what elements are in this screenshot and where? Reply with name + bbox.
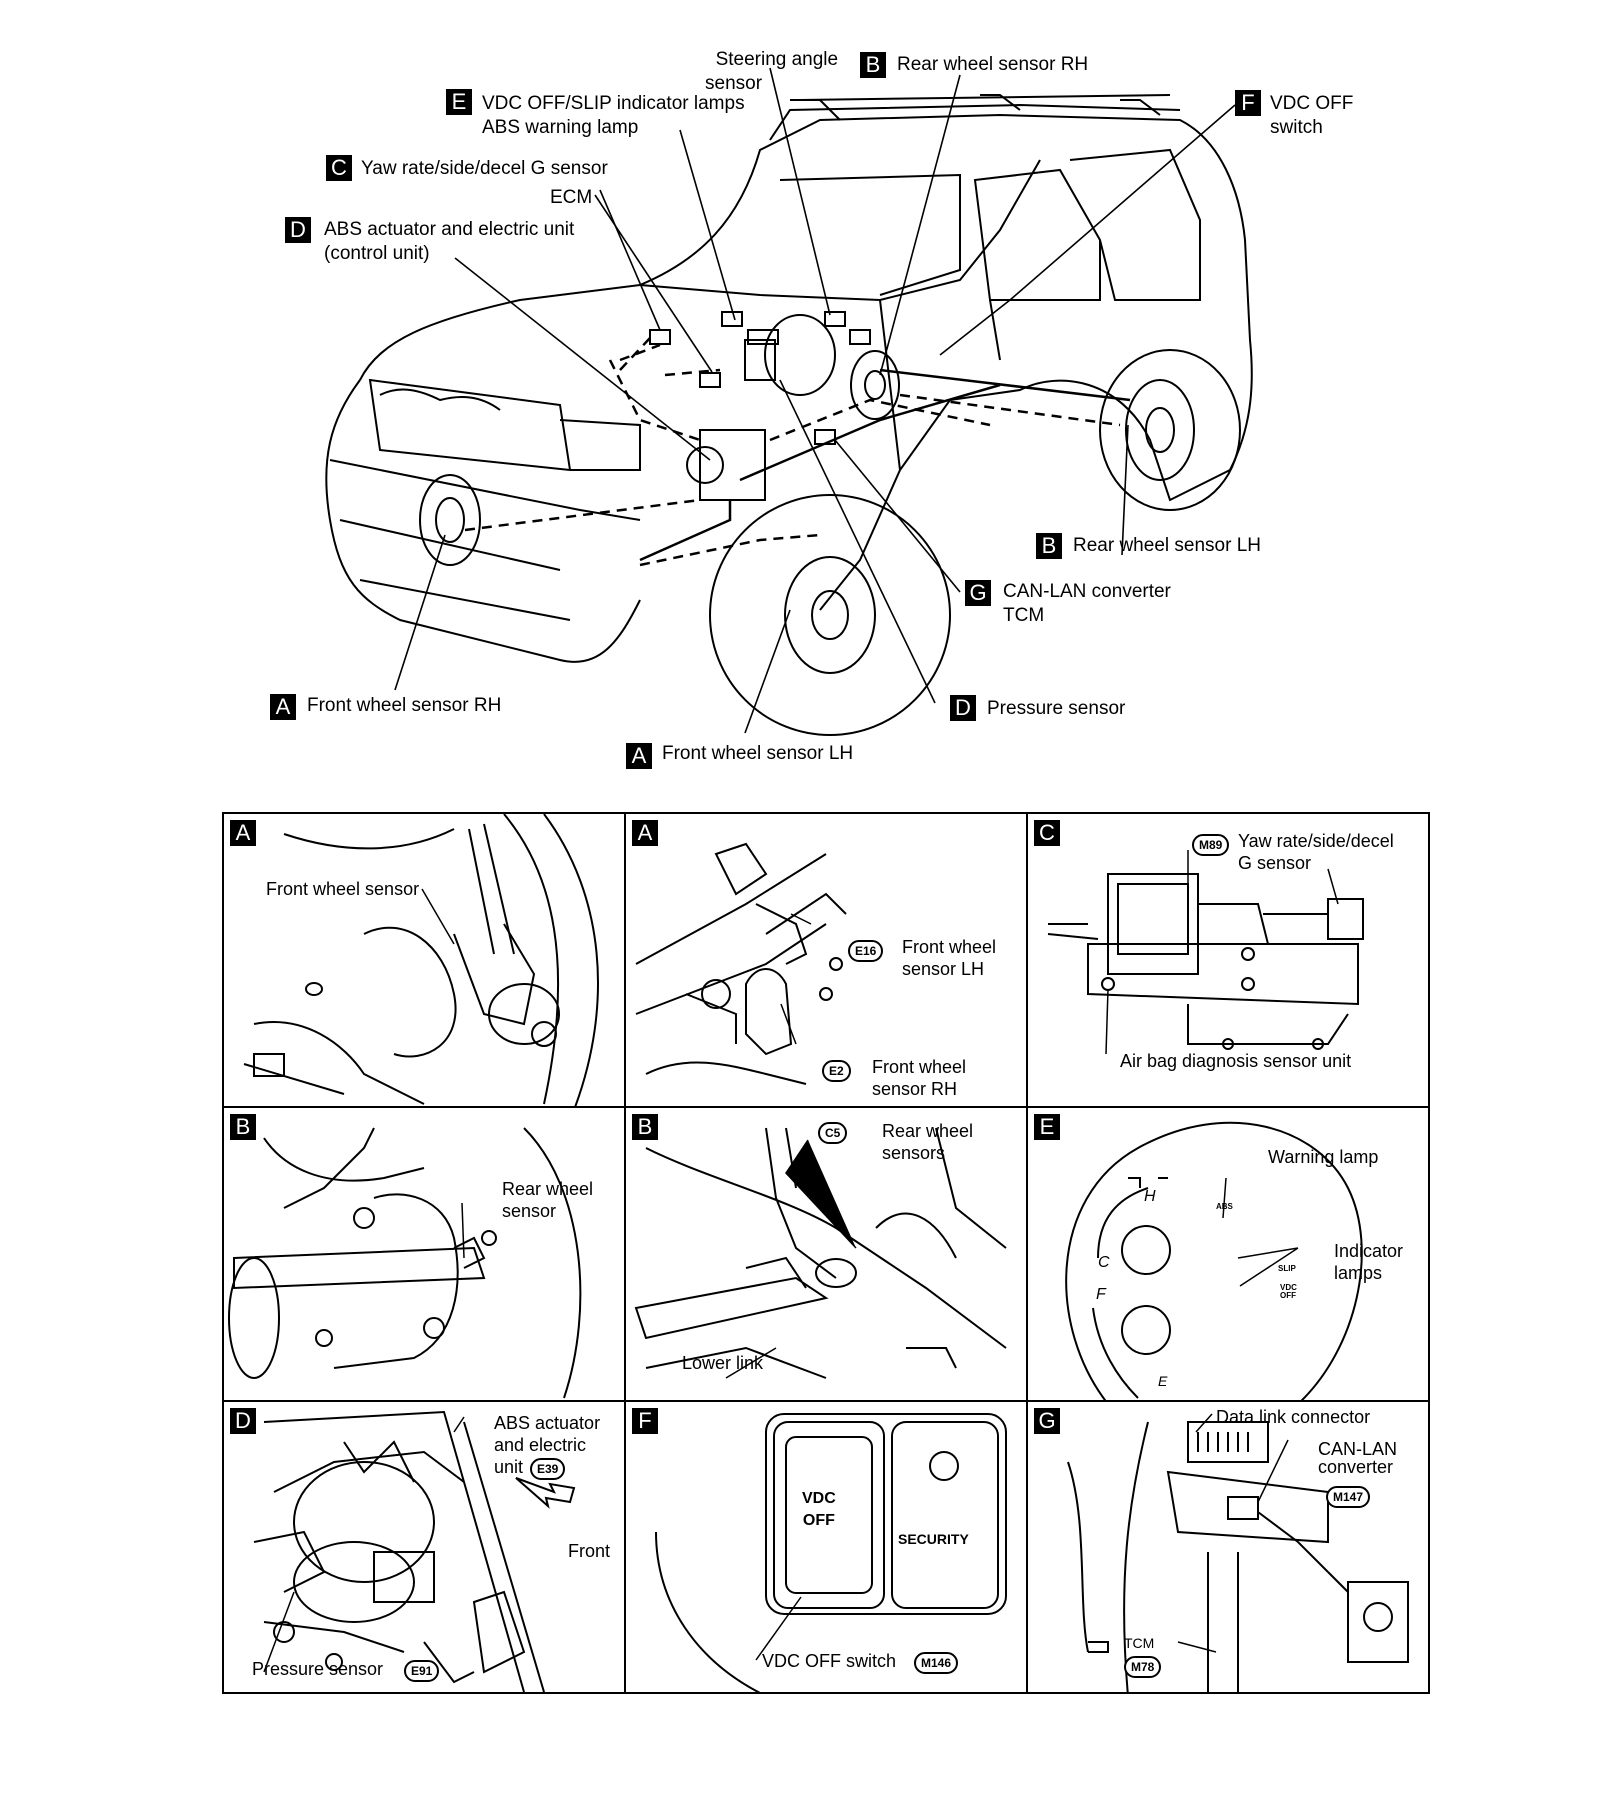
key-e: E xyxy=(446,89,472,115)
air-bag-diagnosis-sensor-unit-text: Air bag diagnosis sensor unit xyxy=(1120,1051,1352,1071)
rear-wheel-sensors-text: Rear wheel sensors xyxy=(882,1121,974,1163)
steering-angle-sensor-label: Steering angle sensor xyxy=(705,24,838,96)
vdc-off-switch-label: VDC OFF switch xyxy=(1270,93,1354,138)
key-b: B xyxy=(1036,533,1062,559)
can-lan-converter-label: CAN-LAN converter TCM xyxy=(1003,581,1171,626)
rear-wheel-sensor-lh-label: Rear wheel sensor LH xyxy=(1073,535,1261,556)
connector-m146: M146 xyxy=(914,1652,959,1674)
detail-panel-g-can-lan-converter: G Data link connector CAN-LAN converter … xyxy=(1026,1400,1430,1694)
detail-panel-a-front-wheel-sensors: A E16 Front wheel sensor LH E2 Front whe… xyxy=(624,812,1028,1108)
yaw-rate-sensor-label: Yaw rate/side/decel G sensor xyxy=(361,158,608,179)
key-d: D xyxy=(285,217,311,243)
connector-m147: M147 xyxy=(1326,1486,1371,1508)
gauge-e-text: E xyxy=(1158,1373,1168,1389)
yaw-rate-sensor-illustration xyxy=(1047,850,1364,1055)
combination-meter-illustration xyxy=(1065,1121,1363,1400)
key-f: F xyxy=(1235,90,1261,116)
vehicle-overview-drawing xyxy=(325,67,1253,736)
gauge-c-text: C xyxy=(1098,1254,1110,1271)
panel-key: D xyxy=(230,1408,256,1434)
ecm-label: ECM xyxy=(550,187,593,208)
label-text: Steering angle sensor xyxy=(705,49,839,94)
data-link-connector-text: Data link connector xyxy=(1216,1407,1371,1427)
rear-wheel-sensor-text: Rear wheel sensor xyxy=(502,1179,594,1221)
can-lan-converter-text: CAN-LAN converter xyxy=(1318,1439,1398,1477)
vdc-off-lamp-text: VDC OFF xyxy=(1280,1283,1297,1300)
panel-key: E xyxy=(1034,1114,1060,1140)
rear-wheel-sensor-illustration xyxy=(228,1127,582,1399)
rear-wheel-sensor-rh-label: Rear wheel sensor RH xyxy=(897,54,1089,75)
panel-key: B xyxy=(230,1114,256,1140)
abs-lamp-text: ABS xyxy=(1216,1202,1233,1211)
front-suspension-illustration xyxy=(635,842,847,1085)
key-d: D xyxy=(950,695,976,721)
front-wheel-sensor-text: Front wheel sensor xyxy=(266,879,420,899)
detail-panel-c-yaw-rate-sensor: C M89 Yaw rate/side/decel G sensor Air b… xyxy=(1026,812,1430,1108)
front-wheel-sensor-illustration xyxy=(243,814,599,1106)
connector-e2: E2 xyxy=(822,1060,851,1082)
can-lan-converter-illustration xyxy=(1067,1413,1409,1692)
vdc-off-slip-indicator-label: VDC OFF/SLIP indicator lamps ABS warning… xyxy=(482,93,745,138)
detail-panel-b-rear-wheel-sensors: B C5 Rear wheel sensors Lower link xyxy=(624,1106,1028,1402)
lower-link-text: Lower link xyxy=(682,1353,764,1373)
key-b: B xyxy=(860,52,886,78)
gauge-h-text: H xyxy=(1144,1188,1156,1205)
security-button-label: SECURITY xyxy=(898,1531,969,1547)
key-a: A xyxy=(270,694,296,720)
slip-lamp-text: SLIP xyxy=(1278,1264,1296,1273)
pressure-sensor-text: Pressure sensor xyxy=(252,1659,384,1679)
connector-e91: E91 xyxy=(404,1660,440,1682)
front-arrow-text: Front xyxy=(568,1541,611,1561)
key-c: C xyxy=(326,155,352,181)
front-wheel-sensor-lh-text: Front wheel sensor LH xyxy=(902,937,997,979)
vdc-off-switch-text: VDC OFF switch xyxy=(762,1651,897,1671)
front-wheel-sensor-rh-label: Front wheel sensor RH xyxy=(307,695,502,716)
panel-key: A xyxy=(632,820,658,846)
connector-m78: M78 xyxy=(1124,1656,1162,1678)
tcm-text: TCM xyxy=(1124,1635,1155,1651)
vdc-off-button-label: VDC OFF xyxy=(802,1490,836,1529)
connector-c5: C5 xyxy=(818,1122,848,1144)
front-wheel-sensor-lh-label: Front wheel sensor LH xyxy=(662,743,854,764)
connector-m89: M89 xyxy=(1192,834,1230,856)
rear-axle-illustration xyxy=(634,1127,1007,1379)
panel-key: A xyxy=(230,820,256,846)
connector-e39: E39 xyxy=(530,1458,566,1480)
detail-panel-d-abs-actuator: D ABS actuator and electric unit E39 Fro… xyxy=(222,1400,626,1694)
pressure-sensor-label: Pressure sensor xyxy=(987,698,1126,719)
warning-lamp-text: Warning lamp xyxy=(1268,1147,1379,1167)
abs-actuator-illustration xyxy=(253,1410,576,1692)
abs-actuator-label: ABS actuator and electric unit (control … xyxy=(324,219,575,264)
connector-e16: E16 xyxy=(848,940,884,962)
key-a: A xyxy=(626,743,652,769)
panel-key: B xyxy=(632,1114,658,1140)
switch-panel-illustration xyxy=(655,1413,1007,1692)
detail-panel-b-rear-wheel-sensor: B Rear wheel sensor xyxy=(222,1106,626,1402)
detail-panel-f-vdc-off-switch: F VDC OFF SECURITY VDC OFF switch M146 xyxy=(624,1400,1028,1694)
yaw-rate-sensor-text: Yaw rate/side/decel G sensor xyxy=(1238,831,1394,873)
panel-key: G xyxy=(1034,1408,1060,1434)
indicator-lamps-text: Indicator lamps xyxy=(1334,1241,1404,1283)
front-wheel-sensor-rh-text: Front wheel sensor RH xyxy=(872,1057,967,1099)
gauge-f-text: F xyxy=(1096,1286,1106,1303)
detail-panel-a-front-wheel-sensor: A Front wheel sensor xyxy=(222,812,626,1108)
abs-actuator-text: ABS actuator and electric unit xyxy=(494,1413,601,1477)
panel-key: C xyxy=(1034,820,1060,846)
panel-key: F xyxy=(632,1408,658,1434)
key-g: G xyxy=(965,580,991,606)
detail-panel-e-indicator-lamps: E H C F E ABS SLIP VDC OFF Warning lamp … xyxy=(1026,1106,1430,1402)
